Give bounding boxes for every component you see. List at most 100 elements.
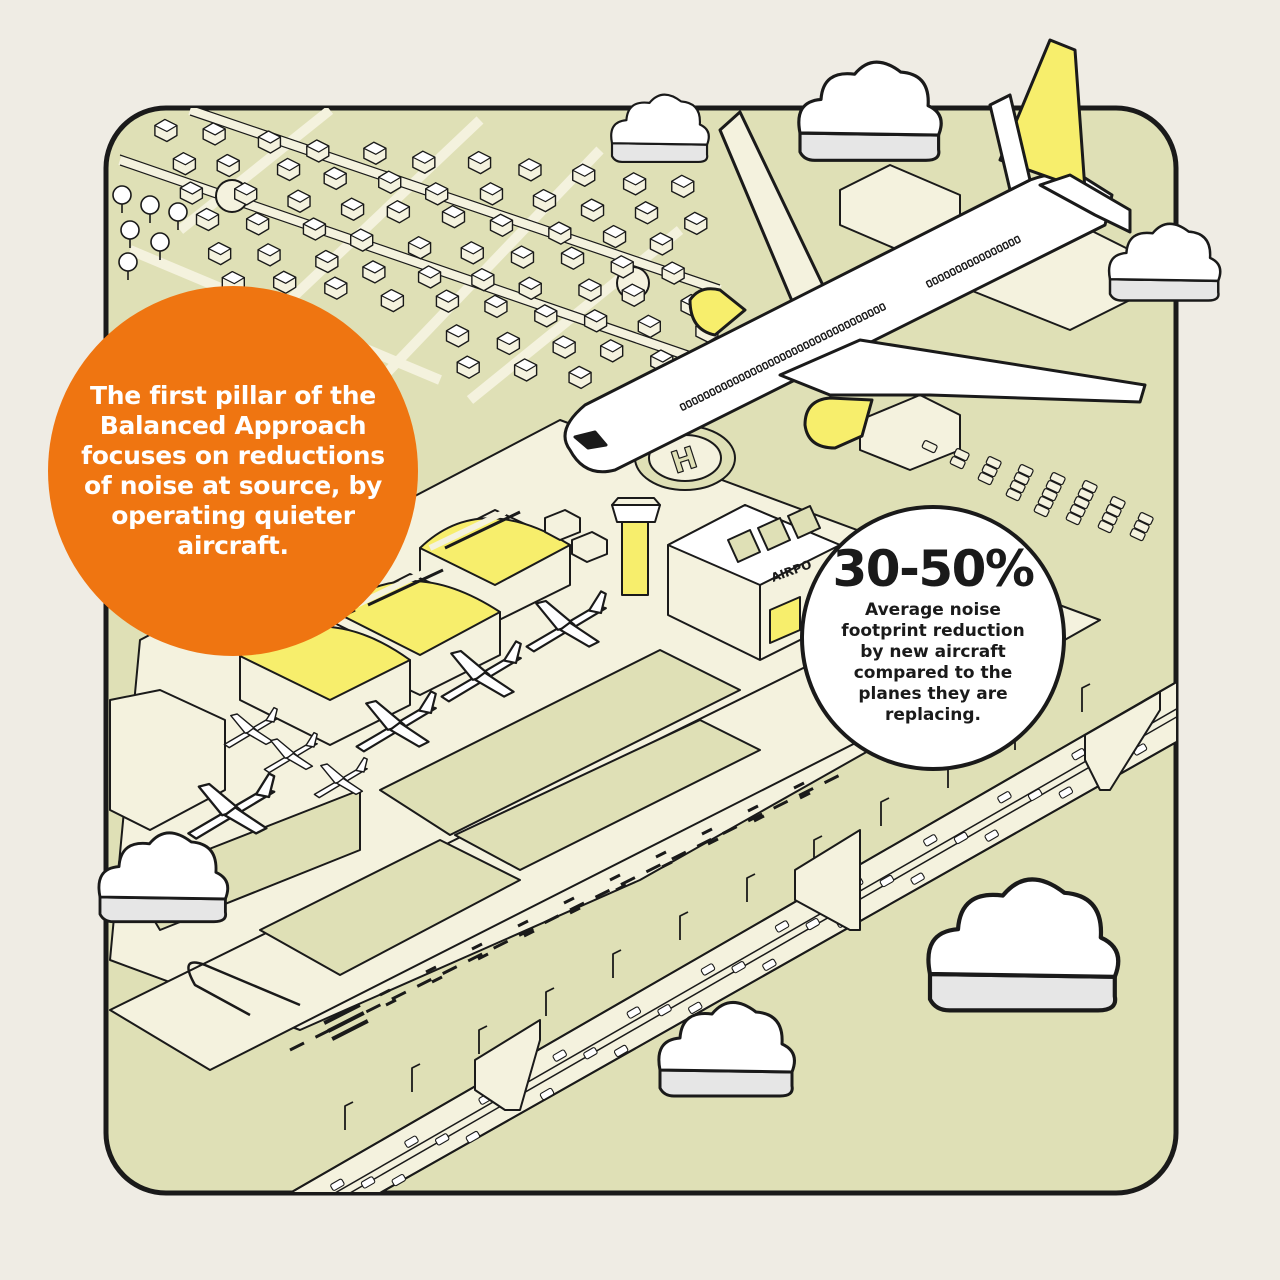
parked-plane-icon — [525, 590, 607, 653]
tree — [120, 220, 140, 248]
trees — [112, 185, 188, 280]
parked-car — [1137, 512, 1154, 526]
house — [441, 205, 466, 229]
window — [732, 376, 740, 385]
runway-dash — [518, 927, 534, 937]
house — [513, 358, 538, 382]
window — [837, 323, 845, 332]
tree — [112, 185, 132, 213]
house — [489, 213, 514, 237]
street-lamps — [344, 683, 1091, 1130]
house — [287, 189, 311, 213]
tree — [118, 252, 138, 280]
window — [796, 344, 804, 353]
house — [172, 152, 197, 176]
parked-car — [1081, 480, 1098, 494]
highway-car — [613, 1044, 629, 1057]
house — [661, 261, 685, 285]
street-lamp — [344, 1101, 354, 1130]
window — [990, 247, 998, 256]
window — [966, 259, 974, 268]
house — [257, 243, 281, 267]
window — [785, 350, 793, 358]
window — [820, 332, 828, 341]
runway-dash — [492, 939, 509, 950]
cloud-icon — [657, 1001, 796, 1098]
taxiway-loop — [187, 961, 301, 1017]
runway-dash — [569, 906, 581, 915]
house — [684, 211, 708, 236]
highway-car — [1058, 786, 1074, 799]
parked-car — [953, 448, 970, 462]
runway-dash — [477, 952, 489, 961]
house — [634, 201, 659, 225]
tree — [140, 195, 160, 223]
house — [471, 268, 495, 292]
house — [202, 122, 226, 146]
window — [755, 364, 763, 373]
runway-dash — [620, 876, 636, 886]
runway-dash — [416, 978, 432, 988]
grass-island — [259, 839, 521, 976]
house — [179, 181, 204, 205]
street-lamp — [746, 873, 756, 902]
window — [832, 326, 840, 335]
cloud-icon — [797, 60, 943, 162]
house — [583, 309, 608, 333]
tree — [168, 202, 188, 230]
street-lamp — [545, 987, 555, 1016]
highway-car — [657, 1004, 672, 1017]
cloud-icon — [1107, 222, 1222, 302]
highway-car — [700, 963, 716, 976]
window — [961, 262, 969, 271]
runway-dash — [615, 883, 627, 892]
house — [580, 198, 605, 222]
house — [445, 324, 470, 348]
parked-car — [1049, 472, 1066, 486]
window — [767, 358, 775, 367]
window — [791, 347, 799, 356]
runway-dash — [609, 873, 621, 882]
house — [460, 241, 484, 265]
grass-island — [379, 649, 741, 836]
window — [867, 309, 875, 317]
house — [649, 232, 674, 256]
pillar-callout: The first pillar of the Balanced Approac… — [48, 286, 418, 656]
window — [943, 270, 951, 279]
street-lamp — [813, 835, 823, 864]
house — [272, 270, 297, 294]
house — [560, 246, 585, 270]
utility-block — [571, 531, 608, 563]
highway-car — [391, 1173, 406, 1187]
hangar — [419, 509, 571, 623]
house — [572, 163, 596, 187]
runway-dash — [442, 965, 458, 975]
parked-car — [1005, 488, 1022, 502]
runway-dash — [379, 988, 391, 997]
window — [802, 341, 810, 350]
house — [234, 182, 258, 206]
house — [302, 217, 327, 241]
window — [697, 394, 705, 402]
stat-value: 30-50% — [832, 540, 1035, 598]
building — [109, 689, 226, 831]
highway — [289, 679, 1176, 1193]
house — [568, 365, 592, 390]
runway-dash — [471, 942, 483, 951]
house — [479, 182, 504, 206]
highway-car — [762, 958, 777, 971]
window — [779, 353, 787, 361]
house — [518, 158, 542, 182]
house — [386, 200, 411, 224]
highway-car — [539, 1087, 555, 1101]
runway-dash — [793, 781, 805, 790]
parked-car — [1065, 512, 1082, 526]
house — [257, 130, 282, 154]
house — [456, 355, 480, 379]
runway-dash — [772, 799, 789, 810]
runway-dash — [655, 850, 667, 859]
street-lamp — [478, 1025, 488, 1054]
parked-car — [1037, 496, 1054, 510]
highway-car — [435, 1133, 450, 1146]
window — [691, 396, 699, 405]
